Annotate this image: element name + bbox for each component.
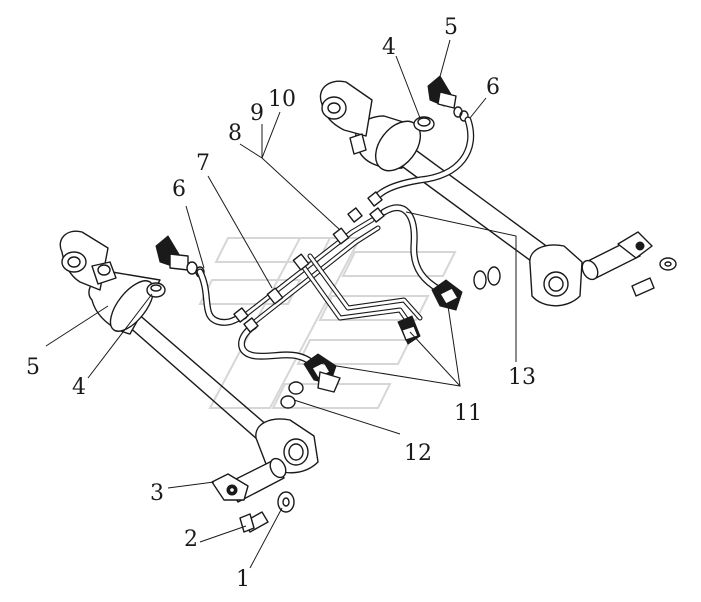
callout-6-left: 6 bbox=[172, 177, 186, 202]
hydraulic-hoses bbox=[196, 116, 475, 376]
callout-1: 1 bbox=[236, 567, 250, 592]
callout-13: 13 bbox=[508, 365, 536, 390]
callout-9: 9 bbox=[250, 101, 264, 126]
callout-5-left: 5 bbox=[26, 355, 40, 380]
right-hydraulic-cylinder bbox=[319, 80, 583, 307]
callout-11: 11 bbox=[454, 401, 482, 426]
right-flat-washer bbox=[659, 257, 677, 271]
left-hydraulic-cylinder bbox=[59, 230, 319, 474]
right-elbow-fitting bbox=[427, 75, 469, 122]
callout-5-right: 5 bbox=[444, 15, 458, 40]
callout-labels: 1 2 3 4 4 5 5 6 6 7 8 9 10 11 12 13 bbox=[26, 15, 536, 592]
o-rings bbox=[280, 266, 501, 409]
left-port-washer bbox=[146, 282, 166, 298]
callout-4-right: 4 bbox=[382, 35, 396, 60]
flat-washer bbox=[277, 491, 295, 513]
pivot-pin bbox=[211, 457, 287, 503]
leader-lines bbox=[45, 39, 517, 569]
callout-8: 8 bbox=[228, 121, 242, 146]
callout-2: 2 bbox=[184, 527, 198, 552]
callout-12: 12 bbox=[404, 441, 432, 466]
bolt bbox=[239, 511, 269, 533]
callout-7: 7 bbox=[196, 151, 210, 176]
right-pivot-pin bbox=[581, 231, 653, 281]
callout-3: 3 bbox=[150, 481, 164, 506]
elbow-fittings bbox=[303, 279, 463, 393]
callout-4-left: 4 bbox=[72, 375, 86, 400]
right-port-washer bbox=[413, 116, 435, 132]
callout-6-right: 6 bbox=[486, 75, 500, 100]
callout-10: 10 bbox=[268, 87, 296, 112]
right-bolt bbox=[631, 277, 655, 297]
